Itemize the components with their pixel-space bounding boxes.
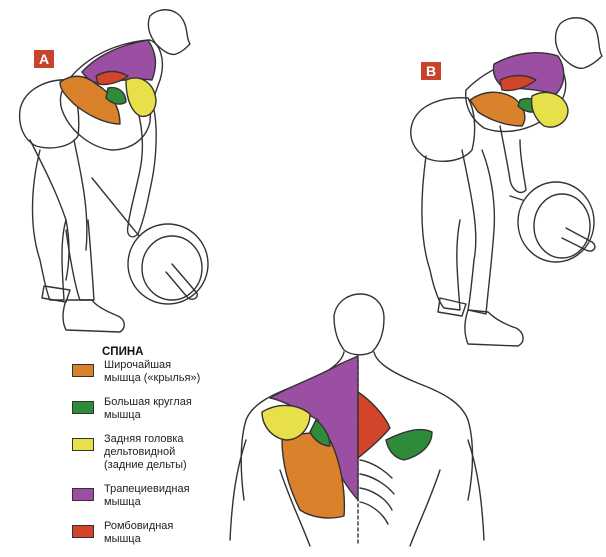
back-view-deltoid bbox=[261, 404, 311, 441]
figure-a-hips bbox=[18, 79, 80, 149]
back-view-teres-left bbox=[309, 419, 331, 447]
figure-b-rhomboid bbox=[499, 74, 537, 92]
legend-swatch-latissimus bbox=[72, 364, 94, 377]
back-view-rhomboid bbox=[357, 391, 391, 459]
legend-swatch-rhomboid bbox=[72, 525, 94, 538]
legend-swatch-teres-major bbox=[72, 401, 94, 414]
legend-title: СПИНА bbox=[102, 346, 144, 358]
figure-a-thigh bbox=[29, 139, 88, 281]
back-view-ribs bbox=[359, 459, 395, 525]
legend-label-trapezius: Трапециевидная мышца bbox=[104, 483, 190, 508]
legend-label-teres-major: Большая круглая мышца bbox=[104, 396, 192, 421]
figure-b-hips bbox=[410, 97, 476, 162]
legend-item-rear-deltoid: Задняя головка дельтовидной (задние дель… bbox=[72, 433, 252, 472]
figure-a-head bbox=[147, 9, 191, 56]
figure-b-arm bbox=[499, 125, 527, 194]
figure-b-leg-back bbox=[421, 155, 461, 311]
muscle-legend: СПИНА Широчайшая мышца («крылья») Больша… bbox=[72, 346, 252, 557]
back-view-arms bbox=[229, 439, 485, 541]
legend-label-rhomboid: Ромбовидная мышца bbox=[104, 520, 174, 545]
figure-b-foot-front bbox=[464, 309, 524, 347]
legend-item-teres-major: Большая круглая мышца bbox=[72, 396, 252, 422]
legend-swatch-rear-deltoid bbox=[72, 438, 94, 451]
figure-a-deltoid bbox=[125, 77, 157, 118]
figure-a-leg-front bbox=[65, 219, 95, 301]
figure-b-head bbox=[554, 17, 603, 69]
figure-a-teres bbox=[105, 86, 127, 105]
figure-a-latissimus bbox=[59, 75, 121, 125]
figure-a-rhomboid bbox=[95, 70, 129, 86]
figure-a-plate bbox=[127, 223, 209, 305]
legend-label-latissimus: Широчайшая мышца («крылья») bbox=[104, 359, 201, 384]
figure-b-foot-back bbox=[437, 297, 467, 317]
figure-a-leg-back bbox=[31, 149, 67, 301]
figure-a-foot-front bbox=[62, 299, 125, 333]
figure-b bbox=[410, 17, 603, 347]
figure-b-leg-front bbox=[461, 149, 496, 315]
label-badge-a: A bbox=[34, 50, 54, 68]
figure-a bbox=[18, 9, 209, 333]
figure-b-latissimus bbox=[469, 91, 526, 127]
legend-item-trapezius: Трапециевидная мышца bbox=[72, 483, 252, 509]
legend-item-rhomboid: Ромбовидная мышца bbox=[72, 520, 252, 546]
back-view-head bbox=[333, 293, 385, 356]
figure-a-arm bbox=[126, 89, 157, 238]
figure-b-deltoid bbox=[530, 91, 569, 128]
legend-item-latissimus: Широчайшая мышца («крылья») bbox=[72, 359, 252, 385]
back-view-teres-right bbox=[385, 428, 433, 461]
back-view-torso-sides bbox=[279, 469, 441, 547]
label-badge-b: B bbox=[421, 62, 441, 80]
legend-label-rear-deltoid: Задняя головка дельтовидной (задние дель… bbox=[104, 433, 187, 471]
legend-swatch-trapezius bbox=[72, 488, 94, 501]
